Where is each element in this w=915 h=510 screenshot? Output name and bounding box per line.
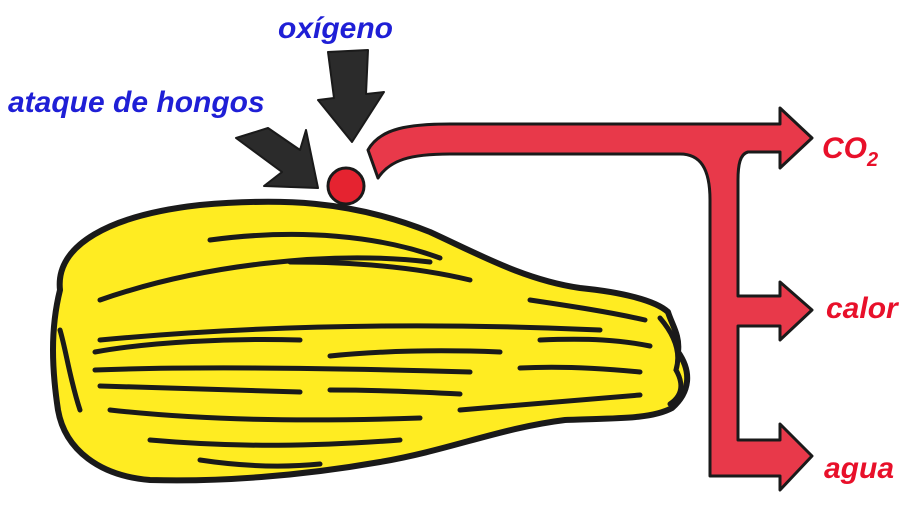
heat-label: calor	[826, 292, 900, 325]
fungal-attack-arrow	[236, 128, 318, 188]
oxygen-arrow	[318, 50, 384, 142]
cell-circle	[328, 168, 364, 204]
oxygen-label: oxígeno	[278, 12, 393, 45]
co2-label-subscript: 2	[866, 149, 878, 171]
papaya-fruit	[53, 202, 687, 481]
co2-label: CO2	[822, 132, 878, 171]
water-label: agua	[824, 452, 894, 485]
co2-label-main: CO	[822, 132, 867, 165]
fungal-attack-label: ataque de hongos	[8, 86, 265, 119]
